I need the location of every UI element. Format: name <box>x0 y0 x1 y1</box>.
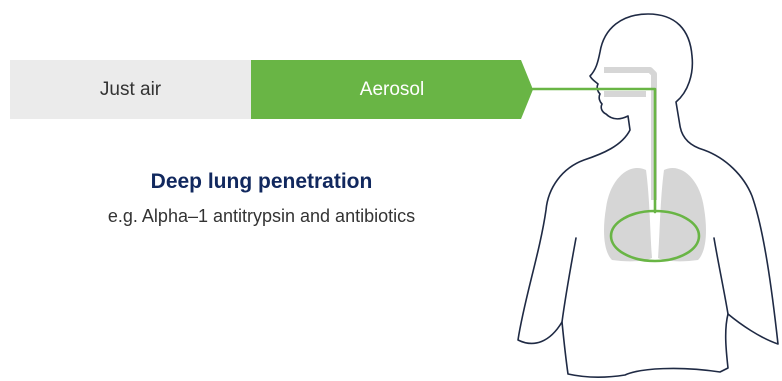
left-arm-line <box>562 238 576 322</box>
right-arm-line <box>714 238 728 314</box>
